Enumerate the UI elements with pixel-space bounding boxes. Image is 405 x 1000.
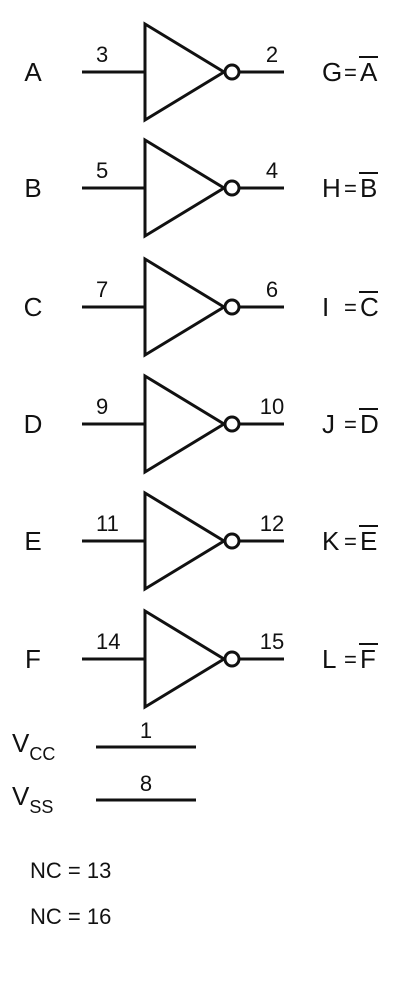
input-label: F bbox=[25, 644, 41, 674]
output-pin-number: 6 bbox=[266, 277, 278, 302]
complement-operand: C bbox=[360, 292, 379, 322]
input-label: A bbox=[24, 57, 42, 87]
complement-operand: F bbox=[360, 644, 376, 674]
equals-sign: = bbox=[344, 176, 357, 201]
equals-sign: = bbox=[344, 295, 357, 320]
inversion-bubble bbox=[223, 650, 241, 668]
output-pin-number: 2 bbox=[266, 42, 278, 67]
inverter-triangle bbox=[143, 608, 227, 710]
complement-operand: E bbox=[360, 526, 377, 556]
inverter-triangle bbox=[143, 21, 227, 123]
power-label: VCC bbox=[12, 728, 55, 764]
input-pin-number: 7 bbox=[96, 277, 108, 302]
inverter-triangle bbox=[143, 137, 227, 239]
input-pin-number: 14 bbox=[96, 629, 120, 654]
input-label: E bbox=[24, 526, 41, 556]
inversion-bubble bbox=[223, 415, 241, 433]
nc-note: NC = 16 bbox=[30, 904, 111, 929]
nc-note: NC = 13 bbox=[30, 858, 111, 883]
equals-sign: = bbox=[344, 412, 357, 437]
input-pin-number: 11 bbox=[96, 511, 119, 536]
inversion-bubble bbox=[223, 63, 241, 81]
output-pin-number: 4 bbox=[266, 158, 278, 183]
input-pin-number: 5 bbox=[96, 158, 108, 183]
power-label-subscript: CC bbox=[29, 744, 55, 764]
complement-operand: D bbox=[360, 409, 379, 439]
inverter-triangle bbox=[143, 373, 227, 475]
output-pin-number: 10 bbox=[260, 394, 284, 419]
output-pin-number: 12 bbox=[260, 511, 284, 536]
output-name: K bbox=[322, 526, 340, 556]
equals-sign: = bbox=[344, 529, 357, 554]
complement-operand: B bbox=[360, 173, 377, 203]
input-label: D bbox=[24, 409, 43, 439]
input-pin-number: 9 bbox=[96, 394, 108, 419]
power-pin-cc: VCC 1 bbox=[12, 718, 196, 764]
power-pin-number: 8 bbox=[140, 771, 152, 796]
output-name: J bbox=[322, 409, 335, 439]
output-name: H bbox=[322, 173, 341, 203]
inversion-bubble bbox=[223, 298, 241, 316]
equals-sign: = bbox=[344, 60, 357, 85]
output-name: G bbox=[322, 57, 342, 87]
input-label: B bbox=[24, 173, 41, 203]
inverter-triangle bbox=[143, 256, 227, 358]
inverter-triangle bbox=[143, 490, 227, 592]
inversion-bubble bbox=[223, 179, 241, 197]
power-label-subscript: SS bbox=[29, 797, 53, 817]
input-pin-number: 3 bbox=[96, 42, 108, 67]
output-pin-number: 15 bbox=[260, 629, 284, 654]
power-label: VSS bbox=[12, 781, 53, 817]
output-name: I bbox=[322, 292, 329, 322]
equals-sign: = bbox=[344, 647, 357, 672]
power-pin-number: 1 bbox=[140, 718, 152, 743]
power-label-base: V bbox=[12, 781, 30, 811]
output-name: L bbox=[322, 644, 336, 674]
input-label: C bbox=[24, 292, 43, 322]
power-label-base: V bbox=[12, 728, 30, 758]
power-pin-ss: VSS 8 bbox=[12, 771, 196, 817]
complement-operand: A bbox=[360, 57, 378, 87]
inversion-bubble bbox=[223, 532, 241, 550]
